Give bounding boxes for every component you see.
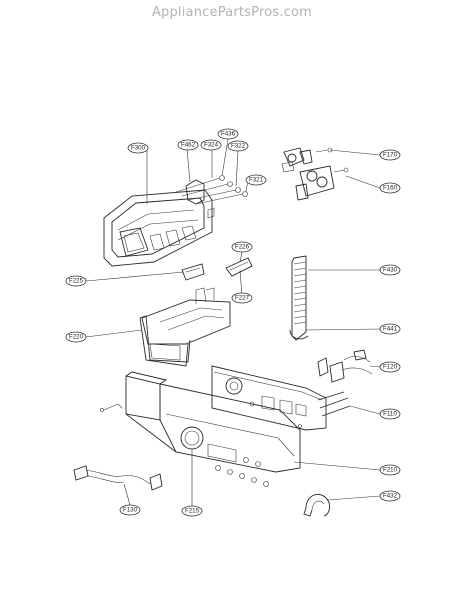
callout-f430-text: F430 [383, 267, 398, 274]
callout-f220: F220 [65, 331, 87, 343]
callout-f324-text: F324 [204, 142, 219, 149]
callout-f226: F226 [231, 241, 253, 253]
callout-f220-text: F220 [69, 334, 84, 341]
callout-f436-text: F436 [221, 131, 236, 138]
control-pcb [211, 365, 351, 431]
callout-f227-text: F227 [235, 295, 250, 302]
callout-f170-text: F170 [383, 152, 398, 159]
callout-f120: F120 [379, 361, 401, 373]
callout-f462: F462 [177, 139, 199, 151]
callout-f210-text: F210 [383, 467, 398, 474]
callout-f432-text: F432 [383, 493, 398, 500]
wire-harness-f120 [317, 349, 373, 383]
callout-f110: F110 [379, 408, 401, 420]
callout-f120-text: F120 [383, 364, 398, 371]
hose-clamp [303, 494, 331, 517]
callout-f170: F170 [379, 149, 401, 161]
callout-f130-text: F130 [123, 507, 138, 514]
siphon-part-f226-f227 [225, 257, 253, 277]
callout-f322: F322 [227, 140, 249, 152]
leader-lines [85, 138, 381, 506]
callout-f462-text: F462 [181, 142, 196, 149]
callout-f210: F210 [379, 464, 401, 476]
callout-f110-text: F110 [383, 411, 397, 418]
control-panel [100, 371, 301, 487]
callout-f441-text: F441 [383, 326, 398, 333]
dispenser-housing [103, 175, 248, 267]
callout-f225: F225 [65, 275, 87, 287]
callout-f436: F436 [217, 128, 239, 140]
callout-f300: F300 [127, 142, 149, 154]
callout-f160: F160 [379, 182, 401, 194]
siphon-cap-f225 [181, 263, 205, 281]
callout-f321: F321 [245, 174, 267, 186]
callout-f300-text: F300 [131, 145, 146, 152]
callout-f432: F432 [379, 490, 401, 502]
inlet-valve-f160 [295, 165, 349, 201]
callout-f160-text: F160 [383, 185, 398, 192]
callout-f227: F227 [231, 292, 253, 304]
watermark-text: AppliancePartsPros.com [151, 5, 313, 20]
callout-f322-text: F322 [231, 143, 246, 150]
callout-f130: F130 [119, 504, 141, 516]
callout-f226-text: F226 [235, 244, 250, 251]
callout-f215: F215 [181, 505, 203, 517]
wire-harness-f130 [73, 465, 163, 491]
callout-f324: F324 [200, 139, 222, 151]
dispenser-drawer [139, 287, 231, 367]
callout-f215-text: F215 [185, 508, 200, 515]
callout-f321-text: F321 [249, 177, 264, 184]
callout-f441: F441 [379, 323, 401, 335]
callout-f225-text: F225 [69, 278, 84, 285]
drain-spring [289, 255, 309, 341]
callout-f430: F430 [379, 264, 401, 276]
inlet-valve-f170 [281, 147, 333, 173]
